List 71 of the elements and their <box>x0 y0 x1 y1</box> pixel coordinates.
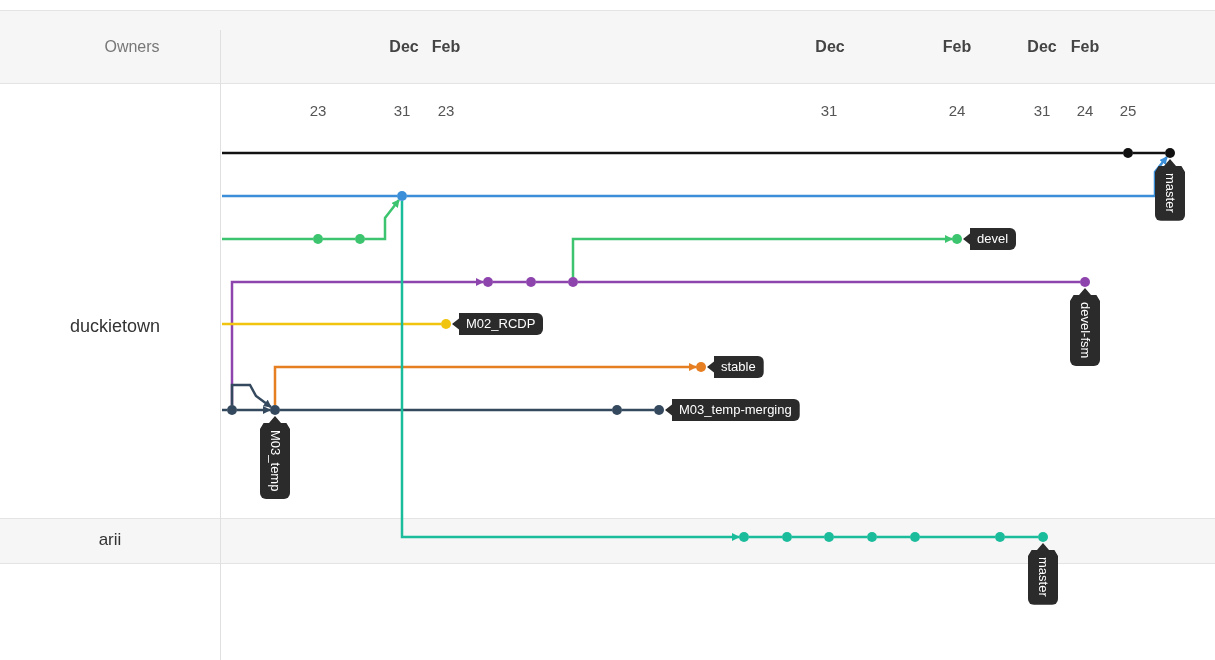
month-label: Dec <box>815 38 845 56</box>
branch-tag: master <box>1028 543 1058 605</box>
branch-line <box>920 535 995 539</box>
branch-line <box>280 408 612 412</box>
day-label: 24 <box>1076 101 1094 119</box>
branch-line <box>877 535 910 539</box>
branch-line <box>323 237 355 241</box>
commit-dot <box>568 277 578 287</box>
commit-dot <box>612 405 622 415</box>
merge-arrow <box>571 235 953 277</box>
merge-arrow <box>230 383 272 409</box>
branch-line <box>622 408 654 412</box>
branch-line <box>536 280 568 284</box>
month-label: Dec <box>1027 38 1057 56</box>
commit-dot <box>867 532 877 542</box>
commit-dot <box>1080 277 1090 287</box>
branch-tag: devel-fsm <box>1070 288 1100 367</box>
day-label: 31 <box>393 101 411 119</box>
commit-dot <box>654 405 664 415</box>
month-label: Dec <box>389 38 419 56</box>
commit-dot <box>739 532 749 542</box>
branch-tag: master <box>1155 159 1185 221</box>
commit-dot <box>1165 148 1175 158</box>
branch-line <box>222 322 441 326</box>
commit-dot <box>270 405 280 415</box>
month-label: Feb <box>942 38 972 56</box>
branch-line <box>222 194 397 198</box>
branch-tag: M03_temp <box>260 416 290 500</box>
commit-dot <box>227 405 237 415</box>
branch-tag: stable <box>707 356 764 378</box>
commit-dot <box>952 234 962 244</box>
column-header: Owners <box>104 38 160 56</box>
commit-dot <box>397 191 407 201</box>
commit-dot <box>483 277 493 287</box>
day-label: 24 <box>948 101 966 119</box>
commit-dot <box>910 532 920 542</box>
commit-dot <box>355 234 365 244</box>
month-label: Feb <box>431 38 461 56</box>
commit-dot <box>313 234 323 244</box>
merge-arrow <box>365 199 400 241</box>
branch-tag: devel <box>963 228 1017 250</box>
commit-dot <box>526 277 536 287</box>
month-label: Feb <box>1070 38 1100 56</box>
commit-dot <box>782 532 792 542</box>
branch-tag: M03_temp-merging <box>665 399 800 421</box>
commit-dot <box>1038 532 1048 542</box>
commit-dot <box>1123 148 1133 158</box>
day-label: 31 <box>820 101 838 119</box>
branch-line <box>834 535 867 539</box>
branch-line <box>1133 151 1165 155</box>
merge-arrow <box>400 201 740 541</box>
commit-dot <box>995 532 1005 542</box>
commit-dot <box>696 362 706 372</box>
commit-dot <box>441 319 451 329</box>
branch-line <box>578 280 1080 284</box>
day-label: 23 <box>309 101 327 119</box>
merge-arrow <box>407 156 1168 198</box>
merge-arrow <box>237 406 271 414</box>
owner-name: arii <box>98 530 122 550</box>
owner-name: duckietown <box>69 315 161 337</box>
branch-line <box>1005 535 1038 539</box>
branch-line <box>222 151 1123 155</box>
branch-line <box>222 237 313 241</box>
commit-dot <box>824 532 834 542</box>
branch-line <box>749 535 782 539</box>
branch-tag: M02_RCDP <box>452 313 544 335</box>
merge-arrow <box>273 363 697 405</box>
day-label: 23 <box>437 101 455 119</box>
day-label: 31 <box>1033 101 1051 119</box>
day-label: 25 <box>1119 101 1137 119</box>
branch-line <box>493 280 526 284</box>
